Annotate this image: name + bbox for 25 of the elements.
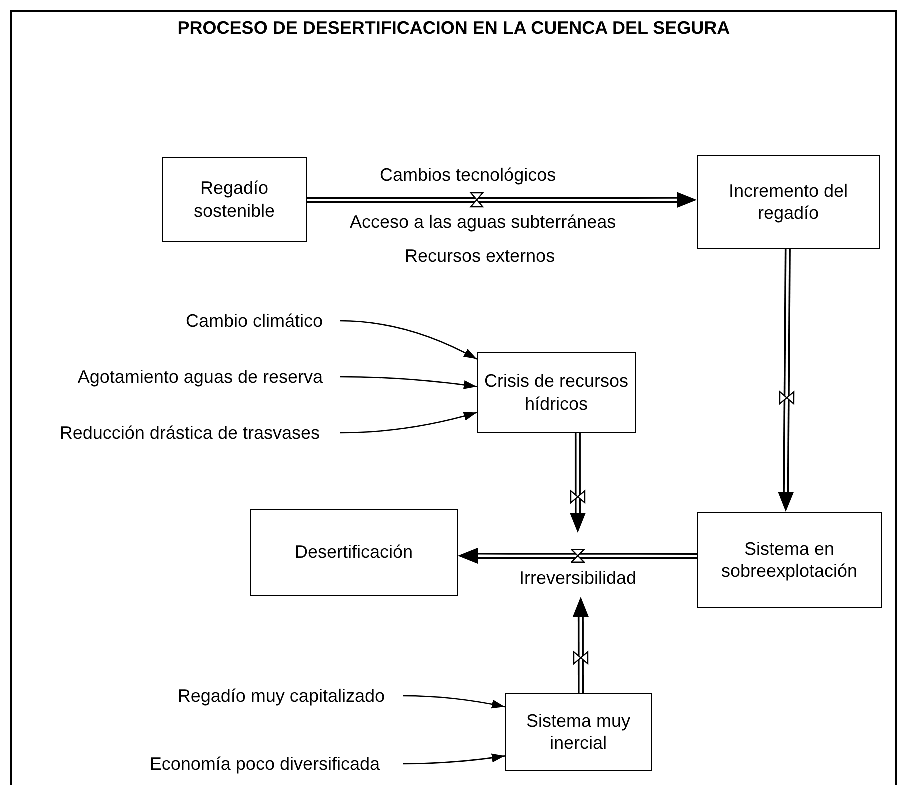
flow-label: Cambios tecnológicos — [378, 165, 558, 187]
influence-arrow — [403, 754, 506, 765]
flow-pipe-arrow — [458, 548, 697, 564]
flow-pipe-arrow — [572, 597, 589, 693]
influence-arrow — [403, 695, 506, 709]
diagram-title: PROCESO DE DESERTIFICACION EN LA CUENCA DEL SEGURA — [176, 18, 732, 39]
stock-box: Crisis de recursos hídricos — [477, 352, 636, 433]
stock-box: Sistema en sobreexplotación — [697, 512, 882, 608]
influence-arrow — [340, 412, 478, 434]
factor-text: Reducción drástica de trasvases — [10, 421, 320, 445]
factor-text: Cambio climático — [100, 309, 323, 333]
flow-pipe-arrow — [778, 248, 794, 512]
flow-pipe-arrow — [570, 433, 586, 533]
valve-icon — [571, 549, 585, 563]
factor-text: Agotamiento aguas de reserva — [10, 365, 323, 389]
influence-arrow — [340, 320, 478, 360]
influence-arrow — [340, 376, 478, 390]
stock-box: Sistema muy inercial — [505, 693, 652, 771]
factor-text: Economía poco diversificada — [60, 752, 380, 776]
stock-box: Desertificación — [250, 509, 458, 596]
flow-note: Acceso a las aguas subterráneas — [348, 212, 618, 234]
stock-box: Regadío sostenible — [162, 157, 307, 242]
flow-pipe-arrow — [307, 192, 697, 208]
stock-box: Incremento del regadío — [697, 155, 880, 249]
factor-text: Regadío muy capitalizado — [100, 684, 385, 708]
